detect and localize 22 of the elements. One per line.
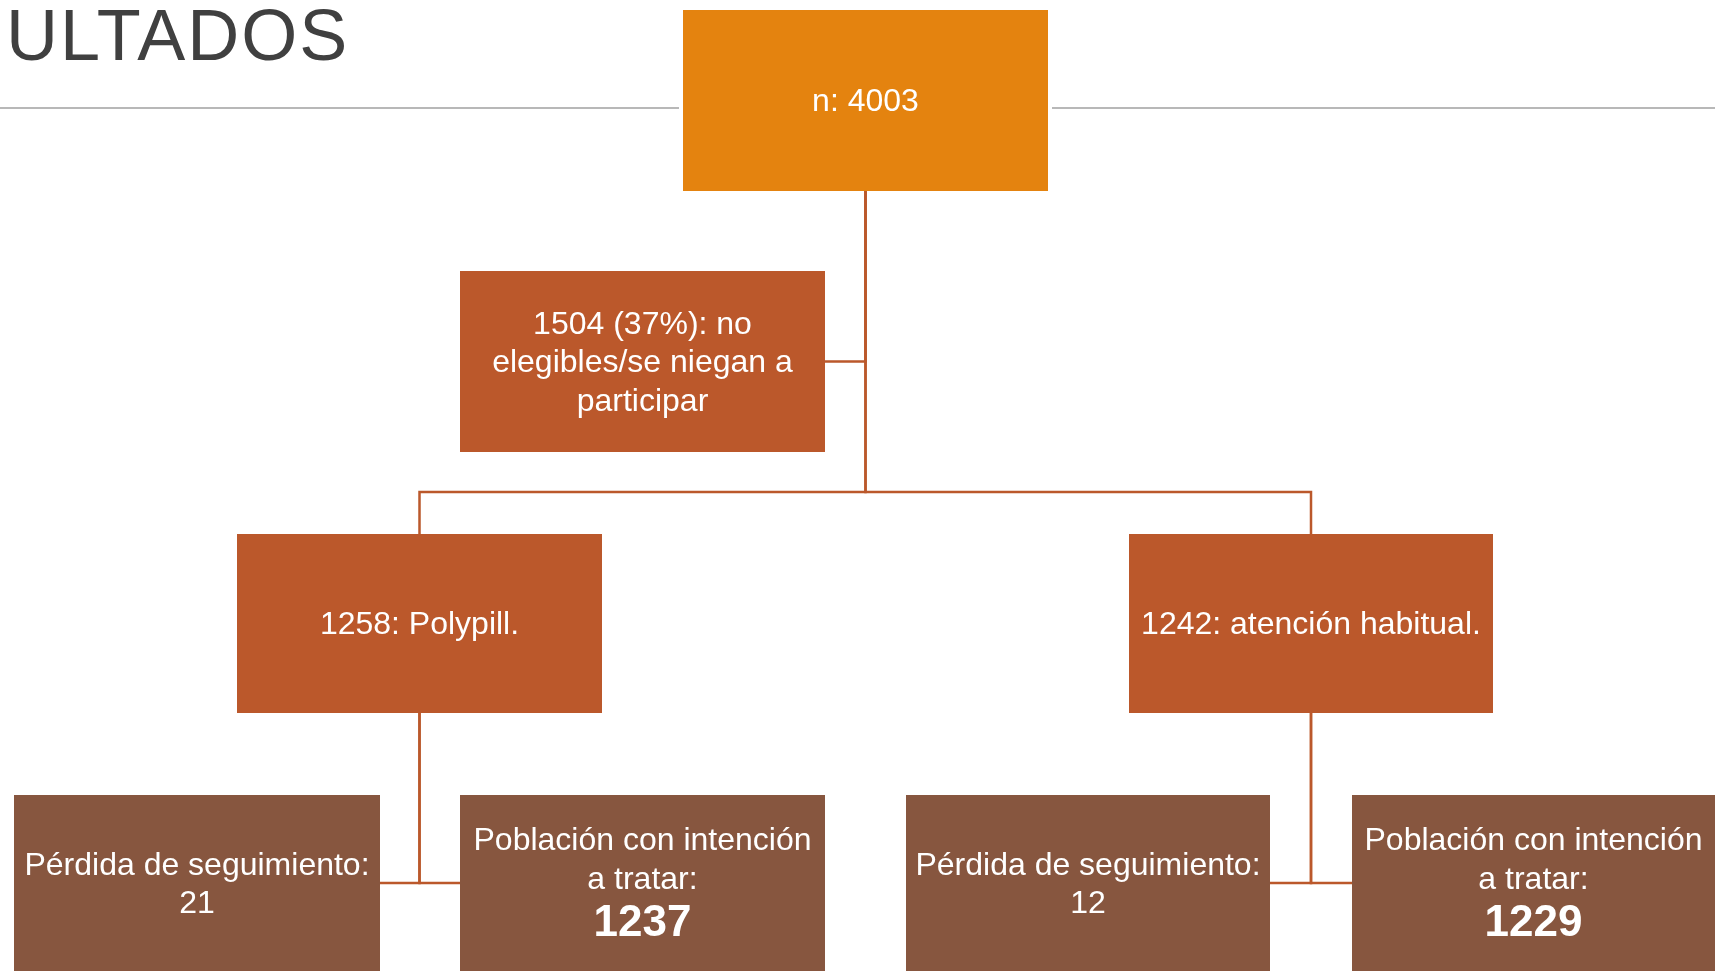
flow-box [460, 271, 825, 452]
flow-box [14, 795, 380, 971]
box-text: 1258: Polypill. [319, 604, 520, 643]
flow-box [1352, 795, 1715, 971]
box-text: 1504 (37%): no elegibles/se niegan a participar [491, 303, 794, 420]
connector-line [1309, 713, 1352, 885]
box-text: Población con intención a tratar: [472, 820, 813, 898]
box-text: Pérdida de seguimiento: 12 [914, 844, 1262, 922]
flow-box [237, 534, 602, 713]
flow-box [460, 795, 825, 971]
connector-line [864, 191, 1313, 534]
connector-line [418, 713, 460, 885]
box-text: 1242: atención habitual. [1141, 604, 1481, 643]
count-number: 1237 [593, 897, 692, 946]
flow-box [906, 795, 1270, 971]
box-text: n: 4003 [812, 81, 919, 120]
flow-box [683, 10, 1048, 191]
count-number: 1229 [1484, 897, 1583, 946]
box-text: Pérdida de seguimiento: 21 [23, 844, 371, 922]
flow-box [1129, 534, 1493, 713]
box-text: Población con intención a tratar: [1363, 820, 1704, 898]
page-title: ULTADOS [6, 0, 350, 76]
